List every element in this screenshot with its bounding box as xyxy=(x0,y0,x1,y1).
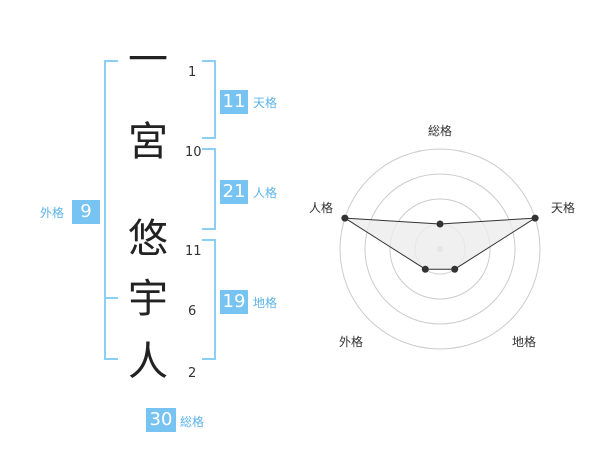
radar-point-0 xyxy=(436,220,444,228)
soukaku-badge: 30 xyxy=(146,408,176,432)
tenkaku-bracket xyxy=(202,60,216,139)
radar-center xyxy=(437,246,443,252)
gaikaku-bracket xyxy=(104,60,118,360)
radar-grid-ring-3 xyxy=(364,173,516,325)
soukaku-label: 総格 xyxy=(180,415,205,429)
jinkaku-bracket xyxy=(202,148,216,230)
jinkaku-label: 人格 xyxy=(253,186,278,200)
radar-axis-label-3: 外格 xyxy=(339,334,363,349)
name-char-1: 一 xyxy=(128,37,168,83)
chikaku-label: 地格 xyxy=(253,296,278,310)
radar-grid-ring-2 xyxy=(389,198,491,300)
chikaku-bracket xyxy=(202,239,216,360)
radar-axis-label-2: 地格 xyxy=(512,334,536,349)
tenkaku-badge: 11 xyxy=(220,90,248,114)
stroke-count-1: 1 xyxy=(188,65,197,80)
radar-axis-label-0: 総格 xyxy=(428,123,452,138)
radar-axis-label-1: 天格 xyxy=(551,200,575,215)
radar-series-polygon xyxy=(344,217,536,270)
radar-axis-label-4: 人格 xyxy=(309,200,333,215)
name-char-4: 宇 xyxy=(128,276,168,322)
tenkaku-label: 天格 xyxy=(253,96,278,110)
gaikaku-label: 外格 xyxy=(40,206,65,220)
jinkaku-badge: 21 xyxy=(220,180,248,204)
stroke-count-2: 10 xyxy=(185,145,202,160)
radar-point-2 xyxy=(451,265,459,273)
radar-point-1 xyxy=(531,214,539,222)
gaikaku-badge: 9 xyxy=(72,200,100,224)
radar-point-3 xyxy=(421,265,429,273)
gaikaku-bracket-tick xyxy=(104,297,118,299)
radar-grid-ring-1 xyxy=(414,223,466,275)
stroke-count-4: 6 xyxy=(188,304,197,319)
name-char-2: 宮 xyxy=(128,119,168,165)
radar-grid-ring-4 xyxy=(339,148,541,350)
name-char-5: 人 xyxy=(128,339,168,385)
chikaku-badge: 19 xyxy=(220,290,248,314)
name-char-3: 悠 xyxy=(128,216,168,262)
stroke-count-3: 11 xyxy=(185,244,202,259)
stroke-count-5: 2 xyxy=(188,366,197,381)
radar-point-4 xyxy=(341,214,349,222)
